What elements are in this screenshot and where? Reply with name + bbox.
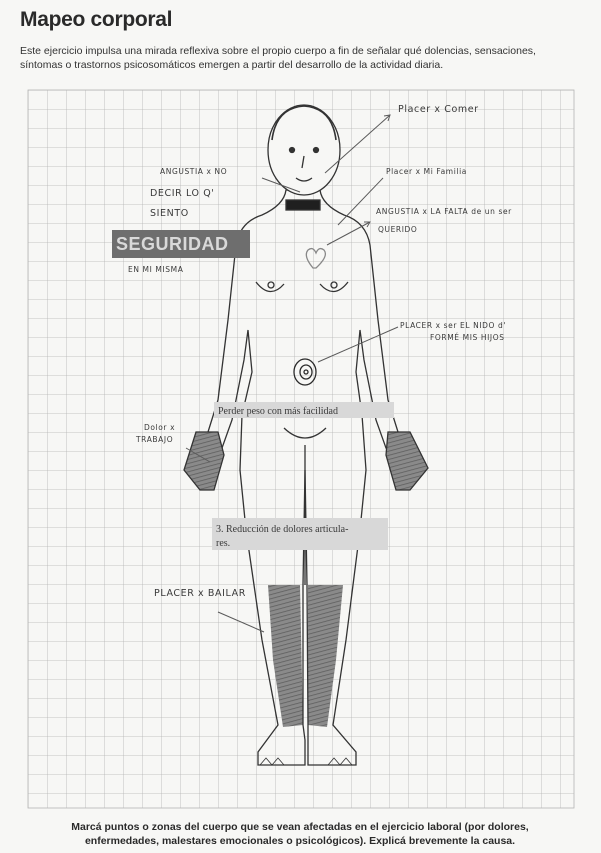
- label-seguridad: SEGURIDAD: [116, 234, 229, 254]
- label-angustia-falta-2: QUERIDO: [378, 225, 417, 234]
- footer-line-2: enfermedades, malestares emocionales o p…: [40, 834, 560, 848]
- label-placer-familia: Placer x Mi Familia: [386, 167, 467, 176]
- label-reduccion-1: 3. Reducción de dolores articula-: [216, 524, 348, 535]
- label-perder-peso: Perder peso con más facilidad: [218, 406, 338, 417]
- label-angustia-3: SIENTO: [150, 208, 189, 219]
- footer-instructions: Marcá puntos o zonas del cuerpo que se v…: [40, 820, 560, 848]
- label-en-mi-misma: EN MI MISMA: [128, 265, 184, 274]
- label-placer-comer: Placer x Comer: [398, 104, 479, 115]
- label-angustia-1: ANGUSTIA x NO: [160, 167, 227, 176]
- label-placer-nido-2: FORMÉ MIS HIJOS: [430, 333, 505, 342]
- label-angustia-2: DECIR LO Q': [150, 188, 215, 199]
- neck-mark: [286, 200, 320, 210]
- label-reduccion-2: res.: [216, 538, 230, 549]
- label-angustia-falta-1: ANGUSTIA x LA FALTA de un ser: [376, 207, 512, 216]
- label-placer-nido-1: PLACER x ser EL NIDO d': [400, 321, 506, 330]
- label-dolor-1: Dolor x: [144, 423, 175, 432]
- footer-line-1: Marcá puntos o zonas del cuerpo que se v…: [40, 820, 560, 834]
- label-placer-bailar: PLACER x BAILAR: [154, 588, 246, 599]
- label-dolor-2: TRABAJO: [135, 435, 173, 444]
